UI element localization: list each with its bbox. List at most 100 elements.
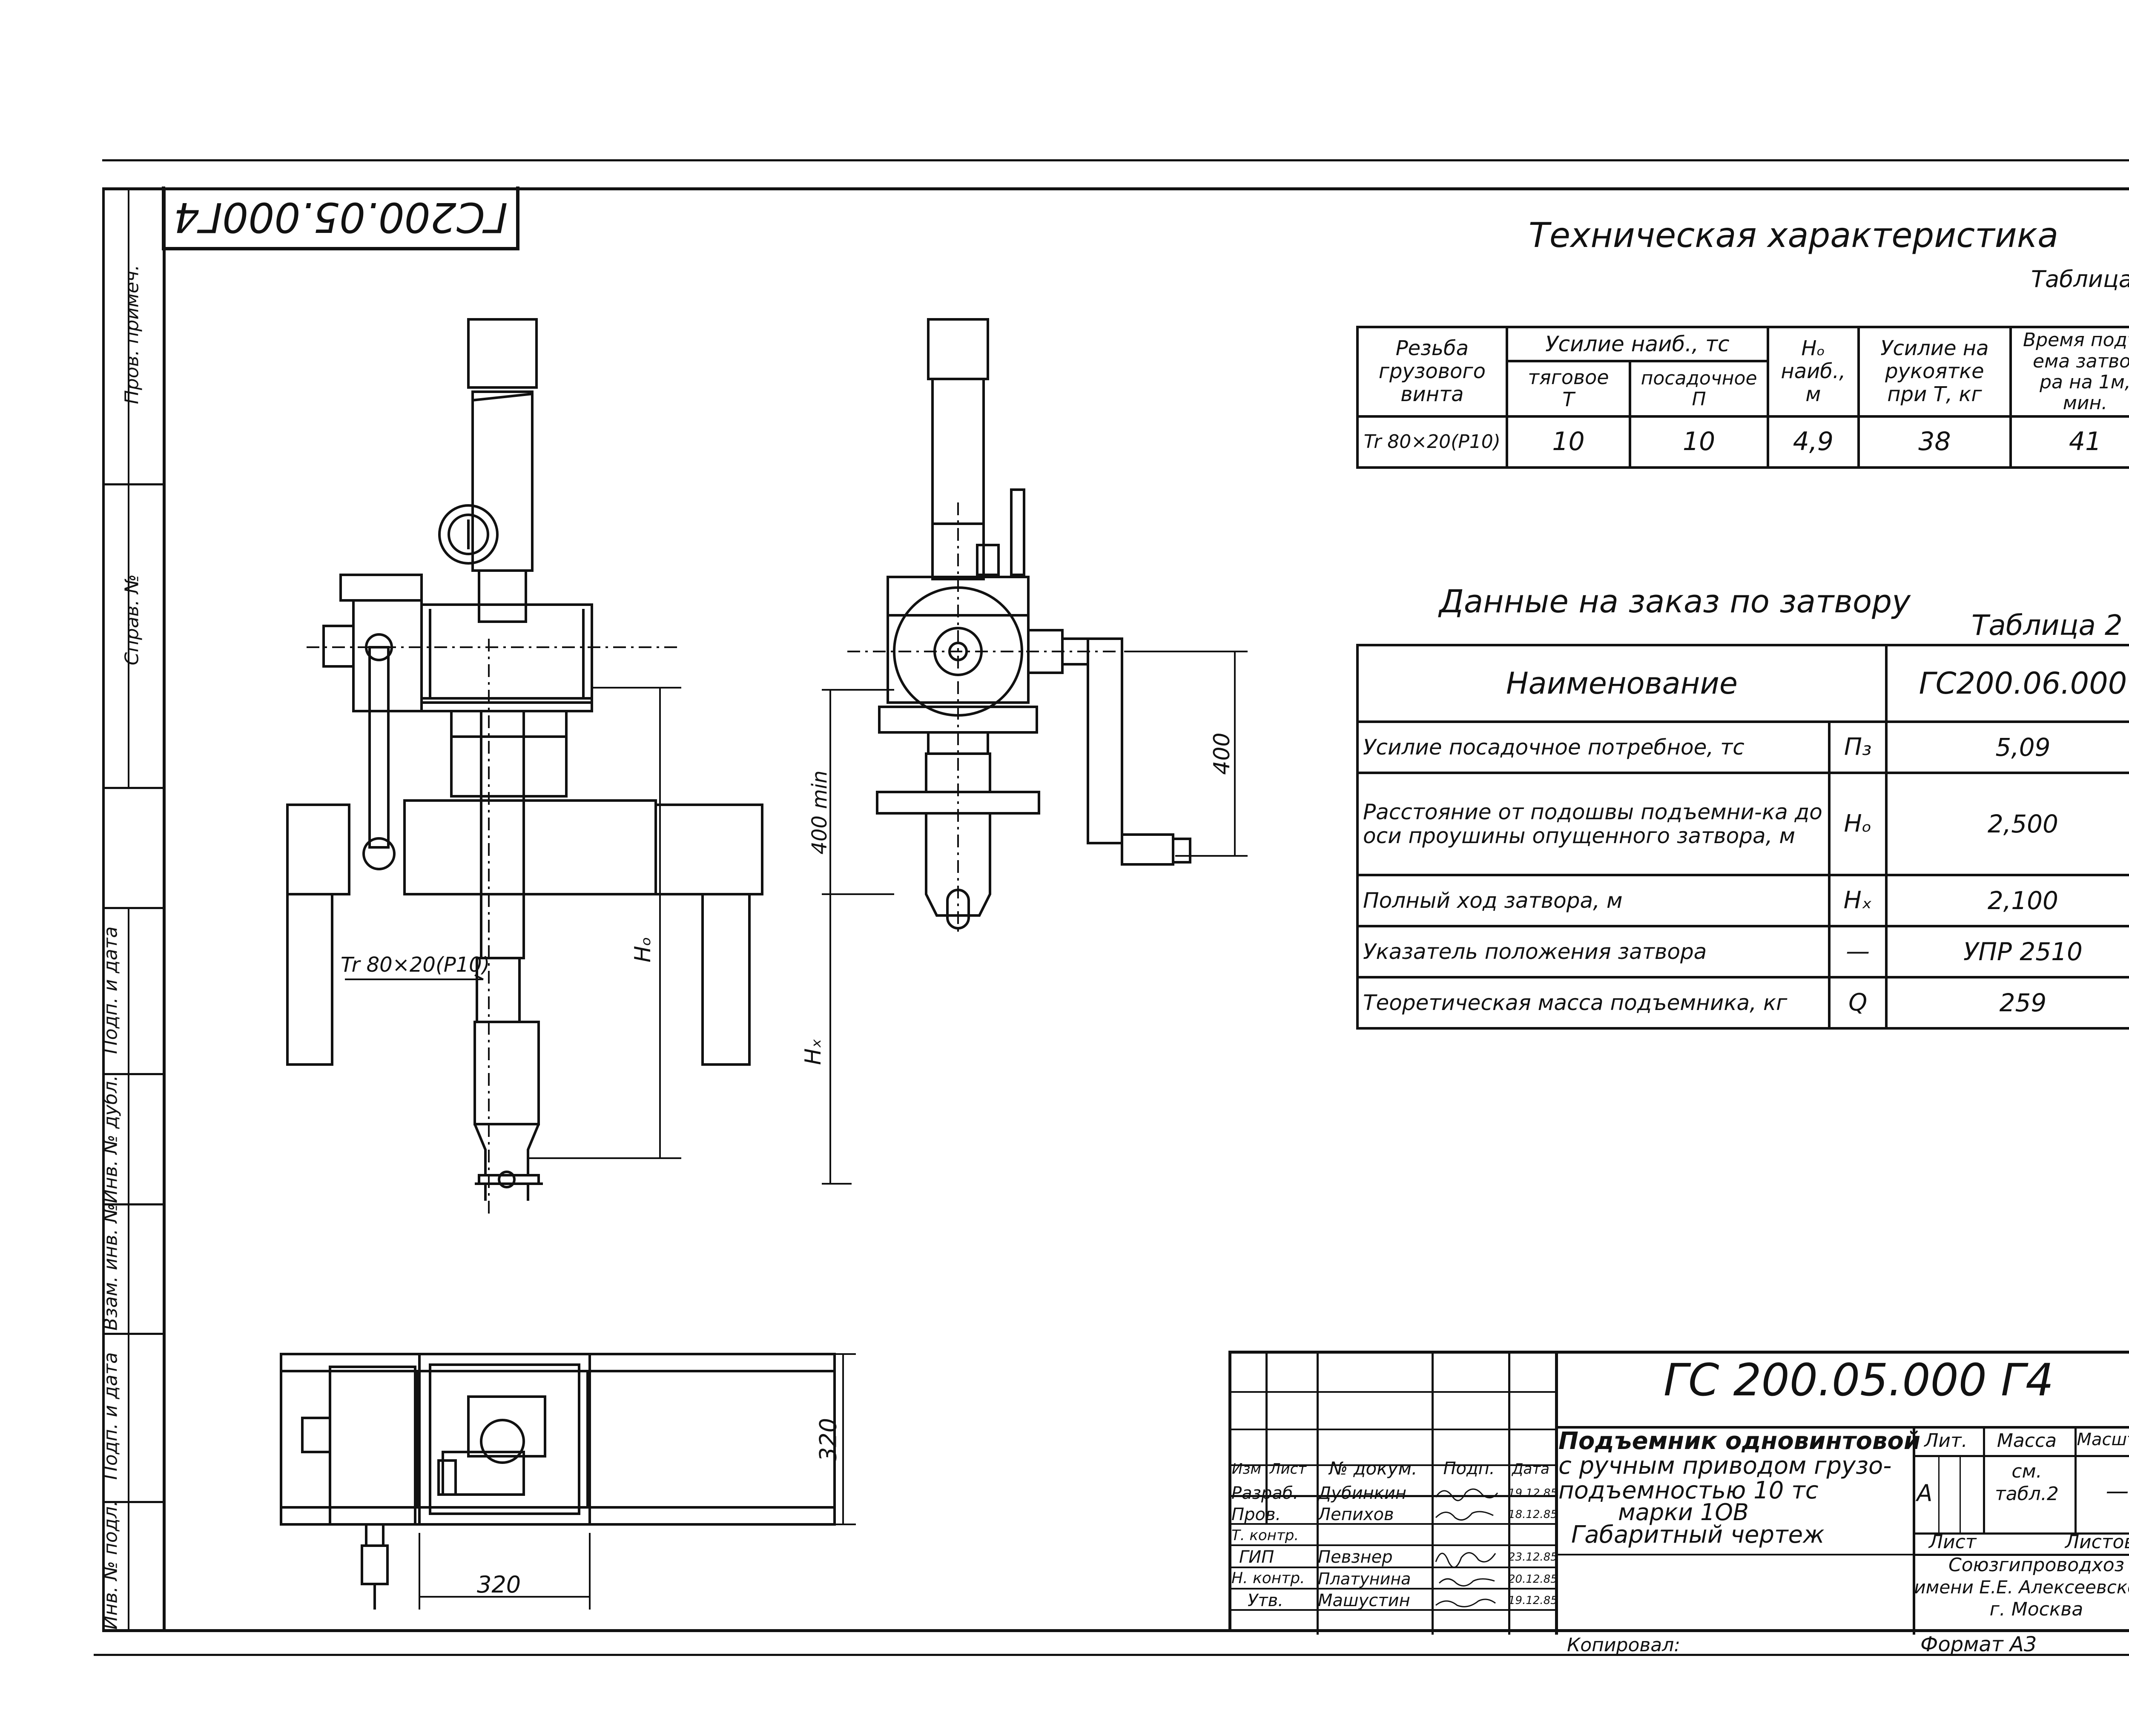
stamp-date: 23.12.85	[1508, 1551, 1558, 1564]
tech-h-force: Усилие наиб., тс	[1505, 326, 1769, 362]
stamp-date: 18.12.85	[1508, 1508, 1558, 1521]
stamp-grid	[1231, 1495, 1555, 1497]
tech-cell: Tr 80×20(P10)	[1356, 415, 1508, 469]
stamp-name: Лепихов	[1318, 1505, 1394, 1524]
plan-view	[280, 1353, 836, 1610]
tech-cell: 41	[2009, 415, 2129, 469]
stamp-grid	[1938, 1455, 1940, 1532]
title-block	[1228, 1351, 2129, 1635]
side-divider	[102, 1501, 165, 1503]
bottom-trim-line	[94, 1654, 2129, 1656]
drawing-code-box: ГС200.05.000Г4	[162, 187, 519, 250]
tech-cell: 10	[1505, 415, 1632, 469]
stamp-title-line: Подъемник одновинтовой	[1558, 1427, 1921, 1455]
order-row-val: УПР 2510	[1885, 925, 2129, 978]
stamp-grid	[1508, 1354, 1510, 1635]
stamp-grid	[1231, 1391, 1555, 1393]
frame-left-inner	[163, 187, 166, 1632]
stamp-org-line: Союзгипроводхоз	[1948, 1554, 2125, 1576]
stamp-grid	[1913, 1532, 2129, 1535]
top-trim-line	[102, 159, 2129, 161]
stamp-col-date: Дата	[1512, 1461, 1550, 1478]
stamp-grid	[1960, 1455, 1961, 1532]
side-view	[847, 318, 1235, 937]
stamp-grid	[1317, 1354, 1319, 1635]
copied-by-label: Копировал:	[1567, 1634, 1681, 1656]
order-row-sym: Hₒ	[1828, 772, 1888, 876]
stamp-date: 19.12.85	[1508, 1594, 1558, 1607]
stamp-grid	[1231, 1609, 1555, 1611]
side-divider	[102, 907, 165, 909]
tech-h-time: Время подъ-ема затво-ра на 1м, мин.	[2009, 326, 2129, 418]
stamp-title-line: Габаритный чертеж	[1571, 1521, 1825, 1549]
tech-cell: 10	[1629, 415, 1769, 469]
tech-cell: 4,9	[1766, 415, 1860, 469]
side-divider	[102, 1073, 165, 1075]
stamp-date: 20.12.85	[1508, 1573, 1558, 1586]
stamp-role: Разраб.	[1231, 1483, 1299, 1503]
stamp-col-doc: № докум.	[1329, 1458, 1417, 1479]
tech-cell: 38	[1857, 415, 2012, 469]
stamp-date: 19.12.85	[1508, 1487, 1558, 1500]
order-row-sym: Hₓ	[1828, 874, 1888, 927]
stamp-name: Дубинкин	[1318, 1483, 1407, 1503]
stamp-grid	[1231, 1429, 1555, 1430]
tech-table-label: Таблица 1	[2031, 266, 2129, 293]
order-h-code: ГС200.06.000	[1885, 644, 2129, 723]
stamp-scale-value: —	[2106, 1478, 2129, 1504]
stamp-grid	[1555, 1354, 1558, 1635]
frame-top	[102, 187, 2129, 190]
stamp-grid	[1265, 1354, 1268, 1524]
frame-bottom	[102, 1629, 2129, 1632]
stamp-col-sign: Подп.	[1443, 1459, 1495, 1478]
stamp-grid	[1432, 1354, 1434, 1635]
format-label: Формат А3	[1920, 1633, 2037, 1656]
side-divider	[102, 1333, 165, 1335]
order-table: Наименование ГС200.06.000 Усилие посадоч…	[1356, 644, 2129, 1030]
stamp-col-list: Лист	[1269, 1461, 1307, 1478]
stamp-name: Платунина	[1318, 1570, 1411, 1588]
stamp-grid	[1555, 1426, 2129, 1429]
stamp-role: Н. контр.	[1231, 1570, 1305, 1587]
order-row-val: 2,100	[1885, 874, 2129, 927]
side-divider	[102, 787, 165, 789]
order-row-name: Теоретическая масса подъемника, кг	[1356, 976, 1831, 1030]
order-row-name: Указатель положения затвора	[1356, 925, 1831, 978]
stamp-role: ГИП	[1239, 1547, 1274, 1567]
stamp-title-line: с ручным приводом грузо-	[1558, 1452, 1892, 1480]
order-row-val: 2,500	[1885, 772, 2129, 876]
stamp-grid	[1231, 1588, 1555, 1590]
frame-left-outer	[102, 187, 105, 1632]
front-view	[286, 318, 763, 1214]
stamp-col-izm: Изм	[1231, 1461, 1262, 1478]
stamp-grid	[1231, 1523, 1555, 1525]
order-row-name: Расстояние от подошвы подъемни-ка до оси…	[1356, 772, 1831, 876]
stamp-name: Машустин	[1318, 1591, 1410, 1610]
plan-dimensions	[419, 1353, 856, 1610]
order-h-name: Наименование	[1356, 644, 1888, 723]
order-row-val: 5,09	[1885, 720, 2129, 774]
stamp-grid	[1231, 1544, 1555, 1546]
stamp-title-line: марки 1ОВ	[1618, 1499, 1749, 1526]
stamp-mass-label: Масса	[1997, 1430, 2057, 1452]
stamp-grid	[1913, 1426, 1915, 1635]
stamp-grid	[1913, 1455, 2129, 1457]
stamp-grid	[2074, 1426, 2077, 1532]
stamp-role: Пров.	[1231, 1505, 1281, 1524]
stamp-grid	[1555, 1554, 1913, 1555]
stamp-grid	[1231, 1464, 1555, 1466]
stamp-lit-label: Лит.	[1924, 1430, 1968, 1452]
order-row-name: Усилие посадочное потребное, тс	[1356, 720, 1831, 774]
stamp-scale-label: Масштаб	[2077, 1430, 2129, 1449]
order-table-label: Таблица 2	[1971, 609, 2123, 642]
tech-title: Техническая характеристика	[1529, 215, 2059, 255]
stamp-grid	[1231, 1567, 1555, 1568]
stamp-role: Утв.	[1248, 1591, 1283, 1610]
front-dimensions	[345, 687, 681, 1159]
